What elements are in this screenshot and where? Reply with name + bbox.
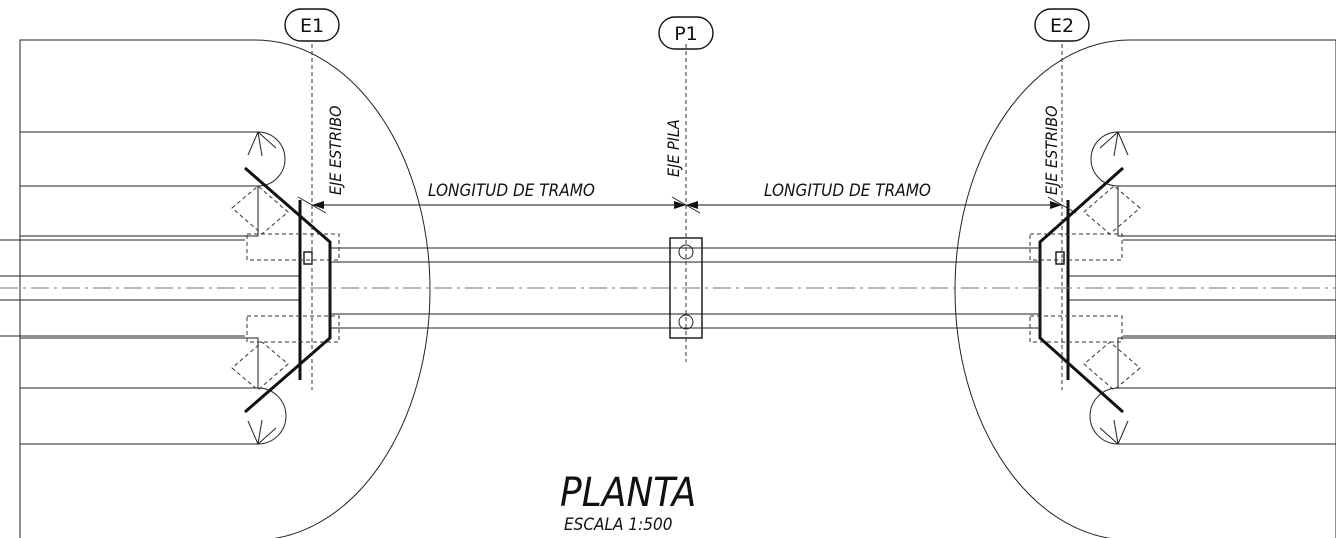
drawing-scale: ESCALA 1:500 (564, 515, 672, 535)
span-label-2: LONGITUD DE TRAMO (764, 181, 931, 201)
bridge-deck (0, 237, 1336, 339)
axis-tag-e1-label: E1 (300, 15, 324, 37)
drawing-title: PLANTA (560, 470, 696, 516)
axis-label-p1: EJE PILA (664, 119, 683, 177)
span-dimensions (297, 196, 1077, 214)
axis-label-e1: EJE ESTRIBO (326, 106, 345, 195)
axis-lines (311, 44, 1063, 390)
axis-tag-e2: E2 (1034, 8, 1090, 42)
axis-tag-e2-label: E2 (1050, 15, 1074, 37)
axis-tag-p1-label: P1 (674, 23, 698, 45)
span-label-1: LONGITUD DE TRAMO (428, 181, 595, 201)
axis-tag-p1: P1 (658, 16, 714, 50)
left-embankment (19, 39, 431, 538)
axis-tag-e1: E1 (284, 8, 340, 42)
axis-label-e2: EJE ESTRIBO (1042, 106, 1061, 195)
right-embankment (954, 39, 1336, 538)
